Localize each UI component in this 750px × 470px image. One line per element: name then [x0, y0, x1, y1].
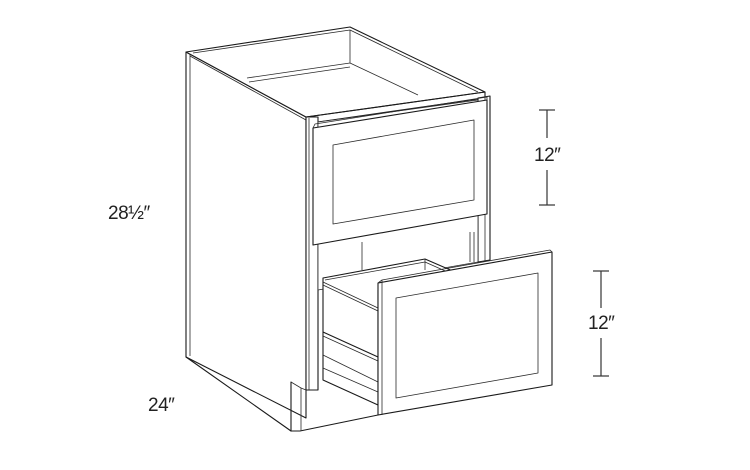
bottom-drawer-height-label: 12″ — [588, 313, 615, 334]
toe-kick — [185, 356, 379, 432]
dimension-bottom-drawer — [593, 270, 609, 377]
depth-dimension-label: 24″ — [148, 395, 175, 416]
dimension-top-drawer — [539, 109, 555, 206]
bottom-drawer-front[interactable] — [377, 249, 553, 416]
top-drawer-height-label: 12″ — [534, 145, 561, 166]
height-dimension-label: 28½″ — [108, 203, 150, 224]
top-drawer-front[interactable] — [312, 96, 488, 246]
